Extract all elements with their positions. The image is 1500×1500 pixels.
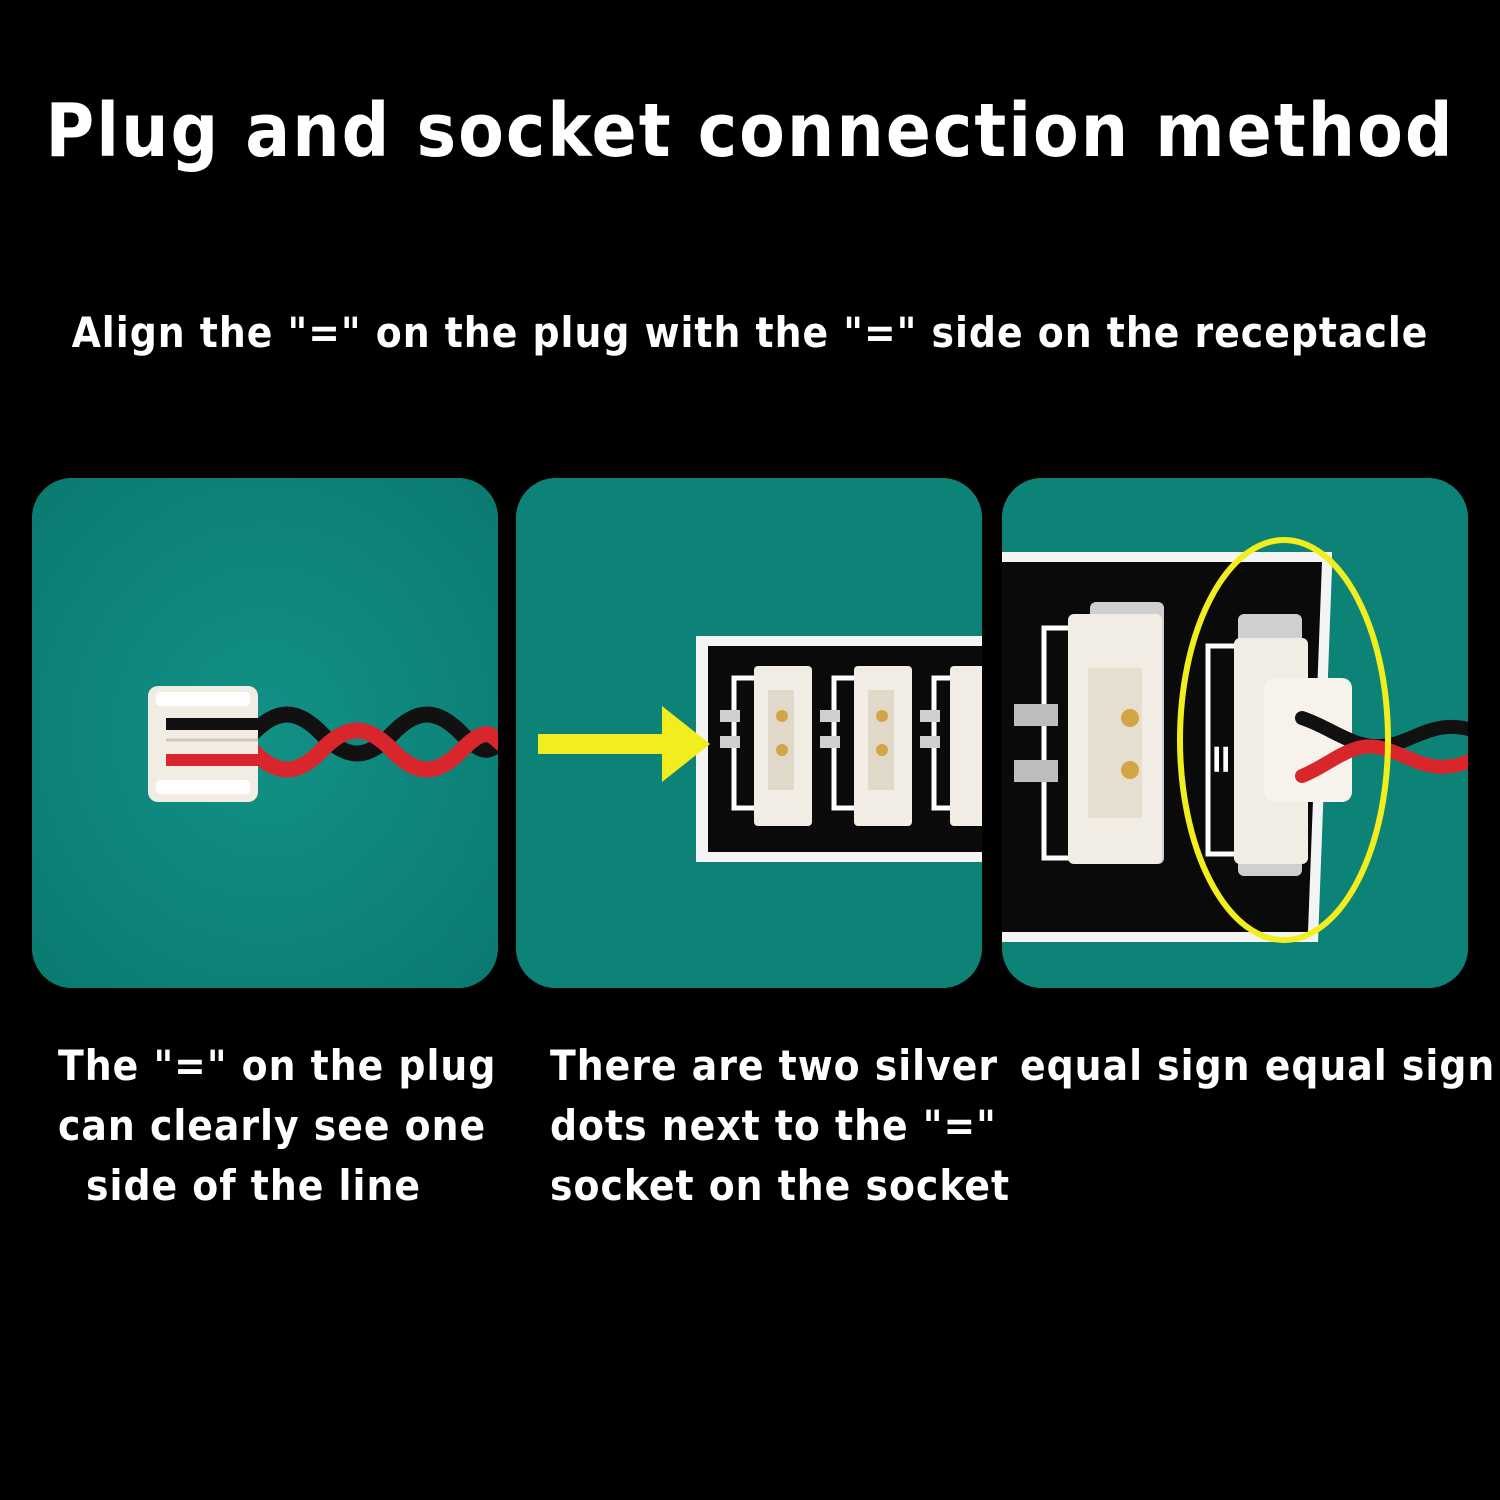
connected-board: = [1002, 552, 1352, 942]
socket-2 [820, 666, 912, 826]
connected-photo-panel: = [1002, 478, 1468, 988]
connected-illustration: = [1002, 478, 1468, 988]
twisted-wire [244, 706, 498, 778]
svg-text:=: = [1198, 742, 1244, 776]
socket-3 [920, 666, 982, 826]
yellow-highlight-ellipse-icon [1177, 537, 1391, 943]
plug-caption-line-1: The "=" on the plug [58, 1041, 497, 1090]
socket-caption-line-1: There are two silver [550, 1041, 999, 1090]
socket-photo-panel [516, 478, 982, 988]
socket-1 [720, 666, 812, 826]
socket-caption: There are two silver dots next to the "=… [550, 1036, 1010, 1216]
socket-board [696, 636, 982, 862]
socket-caption-line-3: socket on the socket [550, 1161, 1011, 1210]
socket-caption-line-2: dots next to the "=" [550, 1101, 997, 1150]
yellow-arrow-icon [538, 706, 710, 782]
connected-caption: equal sign equal sign [1020, 1036, 1495, 1096]
plugged-wire [1295, 711, 1468, 783]
plug-photo-panel [32, 478, 498, 988]
plug-connector [148, 686, 258, 802]
plug-caption-line-2: can clearly see one [58, 1101, 487, 1150]
page-title: Plug and socket connection method [45, 88, 1455, 174]
plug-caption: The "=" on the plug can clearly see one … [58, 1036, 496, 1216]
plug-caption-line-3: side of the line [86, 1161, 421, 1210]
plug-illustration [32, 478, 498, 988]
socket-illustration [516, 478, 982, 988]
connected-caption-line-1: equal sign equal sign [1020, 1041, 1496, 1090]
page-subtitle: Align the "=" on the plug with the "=" s… [71, 308, 1429, 357]
